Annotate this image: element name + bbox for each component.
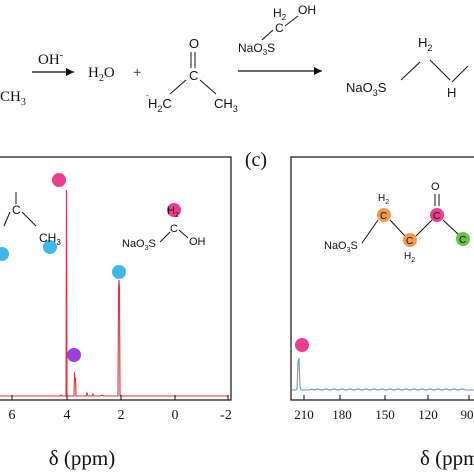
reagent-naos: NaO3S (238, 41, 275, 57)
plus-sign: + (133, 65, 141, 81)
x-tick-label: 180 (332, 407, 352, 422)
molecule-c2: C (406, 236, 413, 247)
atom-marker-orange (377, 208, 391, 222)
arrow1-label: OH- (38, 50, 63, 68)
x-tick-label: 4 (64, 408, 71, 423)
blue-spectrum-line (292, 357, 474, 391)
panel-b-x-axis (11, 395, 229, 400)
enolate-minus: - (146, 91, 149, 100)
panel-c-molecule: NaO3S H2 C C H2 O C C (324, 181, 470, 264)
molecule-naos: NaO3S (324, 240, 358, 254)
enolate-structure: O C - H2C CH3 (146, 36, 238, 114)
x-tick-label: 150 (375, 407, 395, 422)
panel-b-molecule: C CH3 (0, 192, 61, 261)
molecule-h2-top: H2 (378, 193, 389, 206)
molecule-c2: C (170, 223, 178, 235)
reaction-scheme: CH3 OH- H2O + O C - H2C CH3 H2 C OH NaO3… (0, 3, 469, 114)
reagent-h2: H2 (273, 6, 287, 22)
atom-marker-pink (167, 203, 181, 217)
panel-c-label: (c) (245, 149, 267, 171)
x-tick-label: 6 (9, 408, 16, 423)
panel-c-x-axis (303, 395, 470, 400)
arrow-head-icon (66, 68, 74, 76)
molecule-c1: C (380, 211, 387, 222)
molecule-c4: C (459, 235, 466, 246)
product-h2b: H (447, 85, 456, 100)
reagent-structure: H2 C OH NaO3S (238, 3, 316, 57)
panel-c: (c) NaO3S H2 C C H2 O C C (245, 149, 474, 470)
peak-marker-pink (295, 338, 309, 352)
product-naos: NaO3S (346, 80, 387, 98)
atom-marker-orange (403, 233, 417, 247)
reagent-oh: OH (298, 3, 316, 17)
peak-marker-cyan (112, 265, 126, 279)
x-tick-label: 90 (461, 407, 474, 422)
product-h2a: H2 (418, 35, 432, 53)
arrow-head-icon (314, 67, 322, 75)
x-tick-label: 120 (418, 407, 438, 422)
panel-b: C CH3 H2 C OH NaO3S 6 4 2 0 -2 (0, 156, 232, 470)
panel-c-x-label: δ (ppm (420, 446, 474, 470)
molecule-h2-bot: H2 (404, 251, 415, 264)
peak-marker-purple (67, 348, 81, 362)
molecule-o: O (431, 181, 440, 193)
peak-marker-pink (52, 173, 66, 187)
x-tick-label: 2 (118, 408, 125, 423)
reagent-c: C (275, 21, 284, 35)
x-tick-label: -2 (220, 408, 232, 423)
enolate-c: C (189, 68, 198, 83)
enolate-o: O (189, 36, 199, 51)
x-tick-label: 0 (172, 408, 179, 423)
x-tick-label: 210 (294, 407, 314, 422)
molecule-ch3: CH3 (39, 231, 61, 247)
water-formula: H2O (88, 65, 115, 84)
panel-c-frame (290, 156, 474, 401)
atom-marker-green (456, 232, 470, 246)
product-structure: NaO3S H2 H (346, 35, 469, 100)
enolate-ch3: CH3 (214, 96, 238, 114)
panel-b-x-label: δ (ppm) (49, 446, 115, 470)
panel-b-frame (0, 156, 232, 401)
atom-marker-cyan (0, 247, 9, 261)
panel-b-reagent: H2 C OH NaO3S (122, 203, 206, 252)
enolate-h2c: H2C (148, 96, 172, 114)
left-fragment: CH3 (0, 89, 26, 108)
atom-marker-pink (430, 208, 444, 222)
molecule-h2: H2 (167, 205, 179, 219)
atom-marker-cyan (43, 240, 57, 254)
molecule-naos: NaO3S (122, 238, 156, 252)
molecule-c3: C (433, 211, 440, 222)
molecule-c: C (12, 203, 21, 217)
molecule-oh: OH (189, 236, 206, 248)
red-spectrum-line (0, 189, 229, 397)
